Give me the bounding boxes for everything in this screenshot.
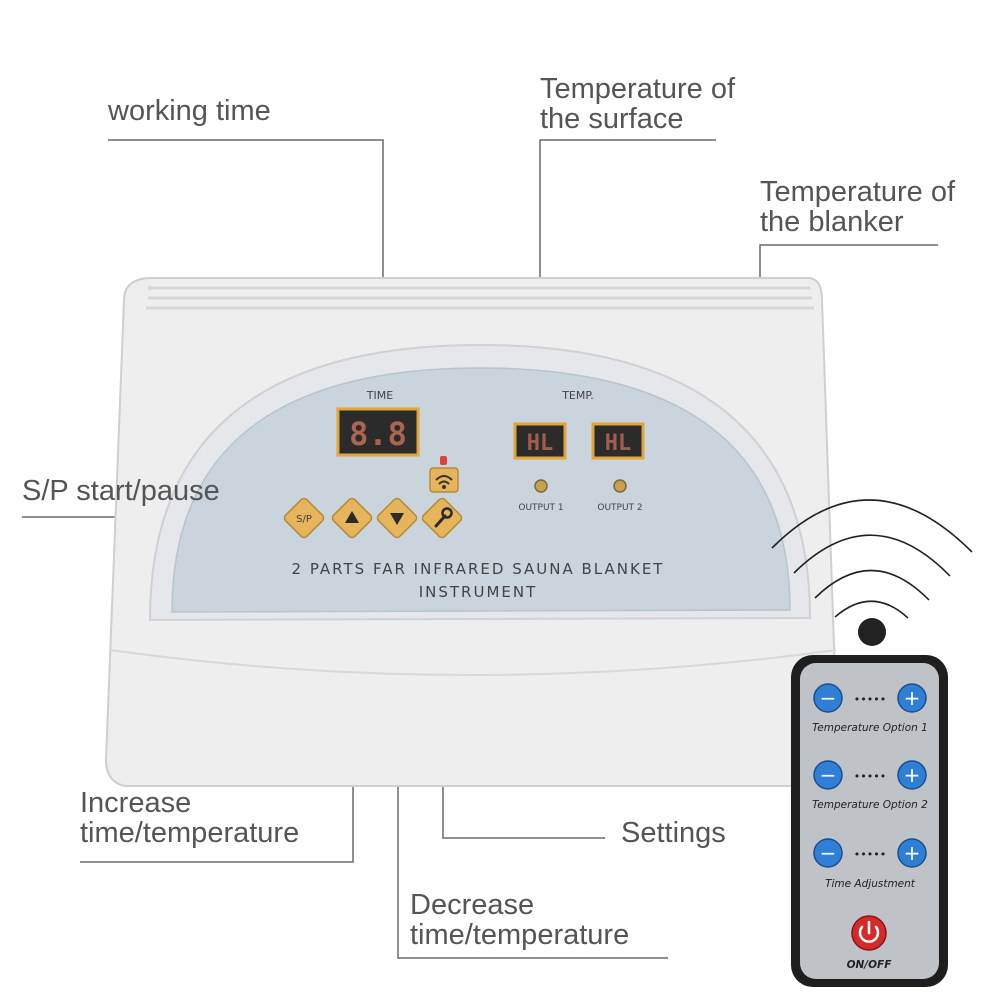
plus-icon: + (904, 686, 921, 710)
device-title-line1: 2 PARTS FAR INFRARED SAUNA BLANKET (292, 560, 665, 578)
decrease-button[interactable] (376, 497, 418, 539)
temp-option-2-minus-button[interactable]: − (813, 760, 843, 790)
temp-option-2-plus-button[interactable]: + (897, 760, 927, 790)
minus-icon: − (820, 686, 837, 710)
dots-2: ••••• (854, 770, 886, 783)
temp-option-1-label: Temperature Option 1 (812, 722, 928, 734)
label-settings: Settings (621, 818, 726, 848)
label-decrease-line1: Decrease (410, 889, 535, 921)
ir-emitter (858, 618, 886, 646)
label-decrease: Decrease time/temperature (410, 890, 629, 950)
label-temp-blanket: Temperature of the blanker (760, 177, 955, 237)
temp-display-2-value: HL (605, 431, 632, 456)
label-increase-line1: Increase (80, 787, 192, 819)
signal-waves-icon (771, 499, 973, 619)
time-adjust-plus-button[interactable]: + (897, 838, 927, 868)
device-title-line2: INSTRUMENT (419, 583, 538, 601)
label-settings-text: Settings (621, 817, 726, 849)
output-1-indicator (534, 479, 548, 493)
temp-label: TEMP. (561, 389, 594, 402)
minus-icon: − (820, 841, 837, 865)
temp-display-1: HL (513, 422, 567, 460)
time-adjust-label: Time Adjustment (825, 878, 916, 890)
label-temp-surface-line2: the surface (540, 103, 684, 135)
plus-icon: + (904, 763, 921, 787)
signal-icon (429, 456, 459, 493)
label-temp-surface-line1: Temperature of (540, 73, 736, 105)
minus-icon: − (820, 763, 837, 787)
time-label: TIME (366, 389, 393, 402)
time-adjust-minus-button[interactable]: − (813, 838, 843, 868)
label-sp: S/P start/pause (22, 476, 220, 506)
sp-button[interactable]: S/P (283, 497, 325, 539)
wrench-icon (434, 507, 453, 528)
down-arrow-icon (390, 513, 404, 525)
temp-option-1-plus-button[interactable]: + (897, 683, 927, 713)
time-display-value: 8.8 (349, 415, 407, 453)
label-sp-text: S/P start/pause (22, 475, 220, 507)
label-temp-surface: Temperature of the surface (540, 74, 735, 134)
dots-3: ••••• (854, 848, 886, 861)
label-working-time-text: working time (108, 95, 271, 127)
label-temp-blanket-line1: Temperature of (760, 176, 956, 208)
label-temp-blanket-line2: the blanker (760, 206, 904, 238)
output-2-label: OUTPUT 2 (597, 503, 642, 513)
temp-display-2: HL (591, 422, 645, 460)
output-2-indicator (613, 479, 627, 493)
temp-option-2-label: Temperature Option 2 (812, 799, 928, 811)
time-display: 8.8 (336, 407, 420, 457)
power-label: ON/OFF (847, 959, 893, 971)
temp-display-1-value: HL (527, 431, 554, 456)
output-1-label: OUTPUT 1 (518, 503, 563, 513)
settings-button[interactable] (421, 497, 463, 539)
label-working-time: working time (108, 96, 271, 126)
label-increase-line2: time/temperature (80, 817, 300, 849)
dots-1: ••••• (854, 693, 886, 706)
sp-button-label: S/P (296, 514, 312, 525)
temp-option-1-minus-button[interactable]: − (813, 683, 843, 713)
power-icon (858, 920, 880, 943)
label-increase: Increase time/temperature (80, 788, 299, 848)
label-decrease-line2: time/temperature (410, 919, 630, 951)
increase-button[interactable] (331, 497, 373, 539)
plus-icon: + (904, 841, 921, 865)
up-arrow-icon (345, 511, 359, 523)
power-button[interactable] (851, 915, 887, 951)
